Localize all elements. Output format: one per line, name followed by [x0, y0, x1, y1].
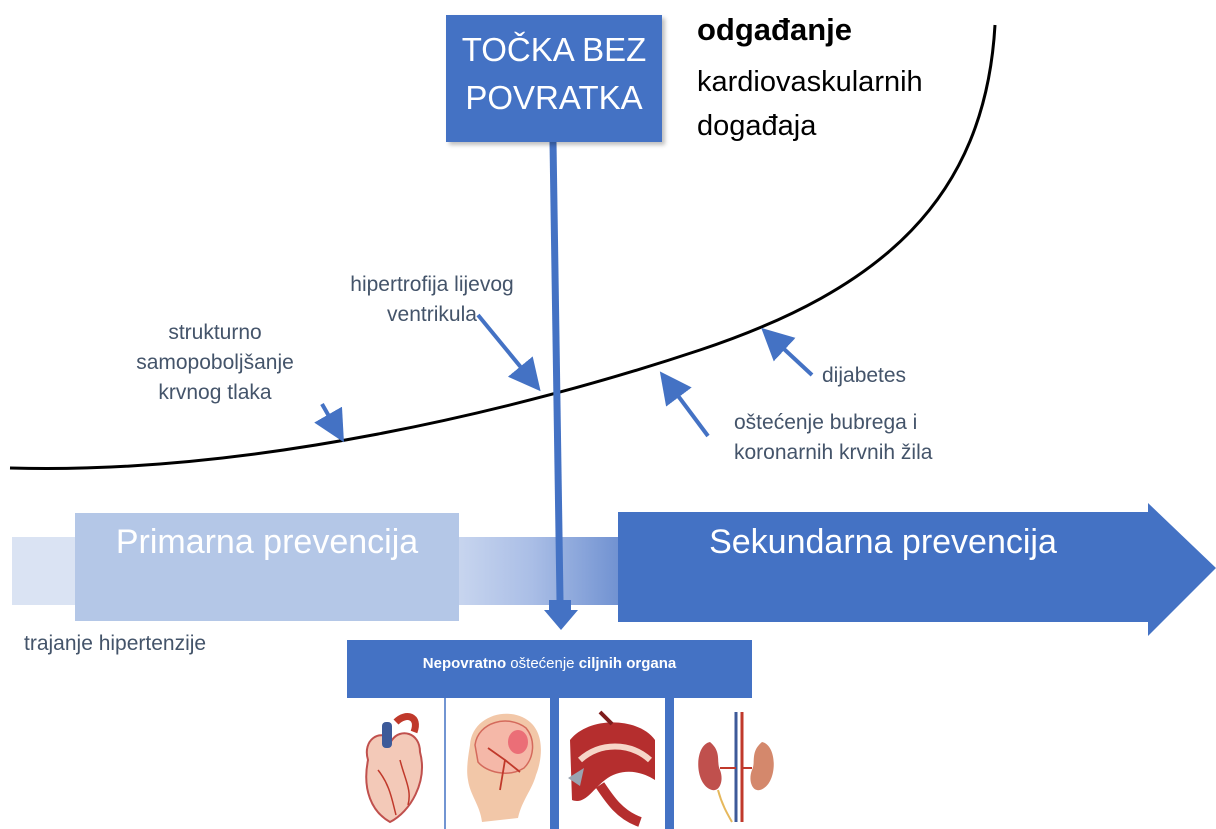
secondary-prevention-label: Sekundarna prevencija [709, 523, 1057, 561]
lvh-arrow [476, 313, 541, 392]
brain-icon [467, 713, 541, 822]
secondary-prevention-arrow [618, 503, 1216, 636]
lvh-line2: ventrikula [387, 303, 477, 326]
bp-arrow [314, 403, 344, 443]
bp-line3: krvnog tlaka [158, 381, 272, 404]
timeline-band-middle [455, 537, 625, 605]
point-of-no-return-line1: TOČKA BEZ [461, 31, 647, 68]
organ-damage-part2: oštećenje [506, 655, 579, 672]
delay-line2: događaja [697, 110, 817, 142]
hypertension-duration-label: trajanje hipertenzije [24, 632, 207, 655]
heart-icon [365, 713, 423, 824]
point-of-no-return-line2: POVRATKA [465, 79, 643, 116]
point-of-no-return-label: TOČKA BEZ POVRATKA [446, 26, 662, 122]
organ-damage-down-arrow [544, 600, 578, 630]
risk-curve [9, 24, 997, 470]
organ-pillar-2 [665, 698, 674, 829]
organ-damage-banner [347, 640, 752, 698]
diabetes-arrow [761, 327, 814, 377]
bp-line1: strukturno [168, 321, 262, 344]
organ-pillar-1 [550, 698, 559, 829]
kidney-annotation: oštećenje bubrega i koronarnih krvnih ži… [734, 408, 932, 468]
bp-annotation: strukturno samopoboljšanje krvnog tlaka [130, 318, 300, 408]
kidney-line1: oštećenje bubrega i [734, 411, 918, 434]
kidney-arrow [659, 371, 710, 438]
delay-subtitle: kardiovaskularnih događaja [697, 60, 923, 148]
primary-prevention-label: Primarna prevencija [115, 523, 419, 561]
organ-damage-part3: ciljnih organa [578, 655, 677, 672]
artery-icon [568, 710, 655, 827]
delay-line1: kardiovaskularnih [697, 66, 923, 98]
delay-title: odgađanje [697, 12, 853, 47]
primary-prevention-box [75, 513, 459, 621]
kidney-icon [698, 712, 774, 823]
bp-line2: samopoboljšanje [136, 351, 294, 374]
lvh-annotation: hipertrofija lijevog ventrikula [332, 270, 532, 330]
diabetes-annotation: dijabetes [822, 364, 907, 387]
lvh-line1: hipertrofija lijevog [350, 273, 514, 296]
point-of-no-return-box [446, 15, 662, 142]
organ-damage-label: Nepovratno oštećenje ciljnih organa [347, 655, 752, 672]
point-of-no-return-line [549, 141, 564, 601]
organ-damage-part1: Nepovratno [422, 655, 507, 672]
kidney-line2: koronarnih krvnih žila [734, 441, 933, 464]
